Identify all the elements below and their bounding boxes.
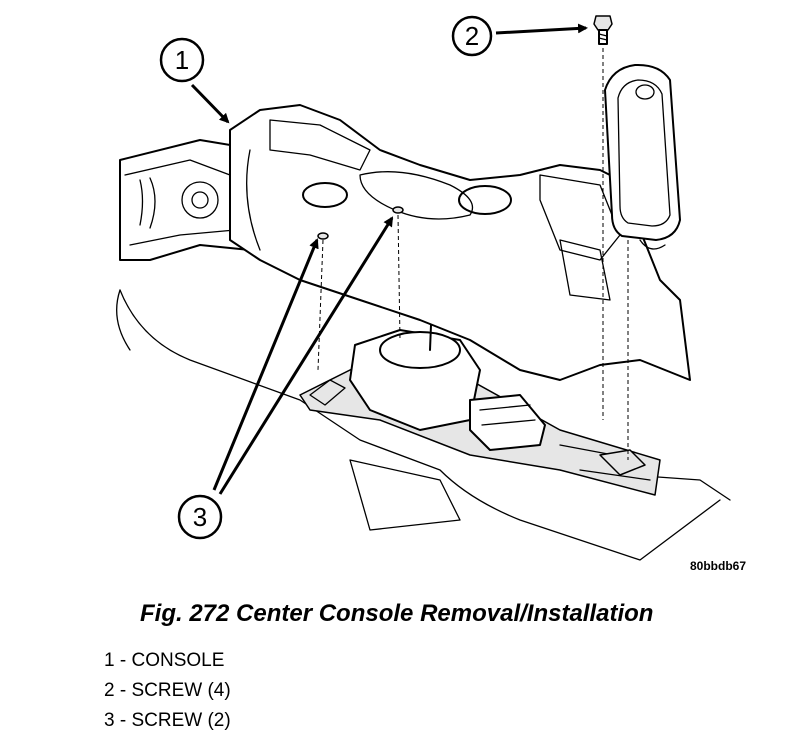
callout-1-number: 1 <box>175 45 189 75</box>
legend-number: 3 <box>104 710 115 731</box>
legend-separator: - <box>114 710 132 731</box>
center-console-illustration: 1 2 3 80bbdb67 <box>116 15 746 573</box>
image-code: 80bbdb67 <box>690 559 746 573</box>
armrest-lid <box>604 63 681 250</box>
figure-caption: Fig. 272 Center Console Removal/Installa… <box>140 600 654 627</box>
callout-2-number: 2 <box>465 21 479 51</box>
callout-2-arrow <box>495 23 588 35</box>
legend-number: 1 <box>104 650 115 671</box>
legend-label: SCREW (2) <box>131 710 231 731</box>
callout-3-arrow-left <box>212 238 319 491</box>
legend-number: 2 <box>104 680 115 701</box>
leader-arrows <box>190 23 588 495</box>
legend: 1 - CONSOLE 2 - SCREW (4) 3 - SCREW (2) <box>104 646 231 736</box>
alignment-guides <box>317 48 629 460</box>
callout-2: 2 <box>451 15 493 57</box>
legend-label: SCREW (4) <box>131 680 231 701</box>
legend-item: 3 - SCREW (2) <box>104 706 231 736</box>
legend-label: CONSOLE <box>131 650 225 671</box>
legend-separator: - <box>114 680 132 701</box>
screw-console-rear <box>593 15 613 45</box>
callout-1-arrow <box>190 83 230 124</box>
legend-item: 2 - SCREW (4) <box>104 676 231 706</box>
callout-3-number: 3 <box>193 502 207 532</box>
screw-console-front-right <box>392 206 404 214</box>
callout-3-arrow-right <box>218 216 394 495</box>
legend-item: 1 - CONSOLE <box>104 646 231 676</box>
legend-separator: - <box>114 650 132 671</box>
callout-1: 1 <box>159 37 205 83</box>
console-body <box>229 104 691 381</box>
screw-console-front-left <box>317 232 329 240</box>
callout-3: 3 <box>177 494 223 540</box>
